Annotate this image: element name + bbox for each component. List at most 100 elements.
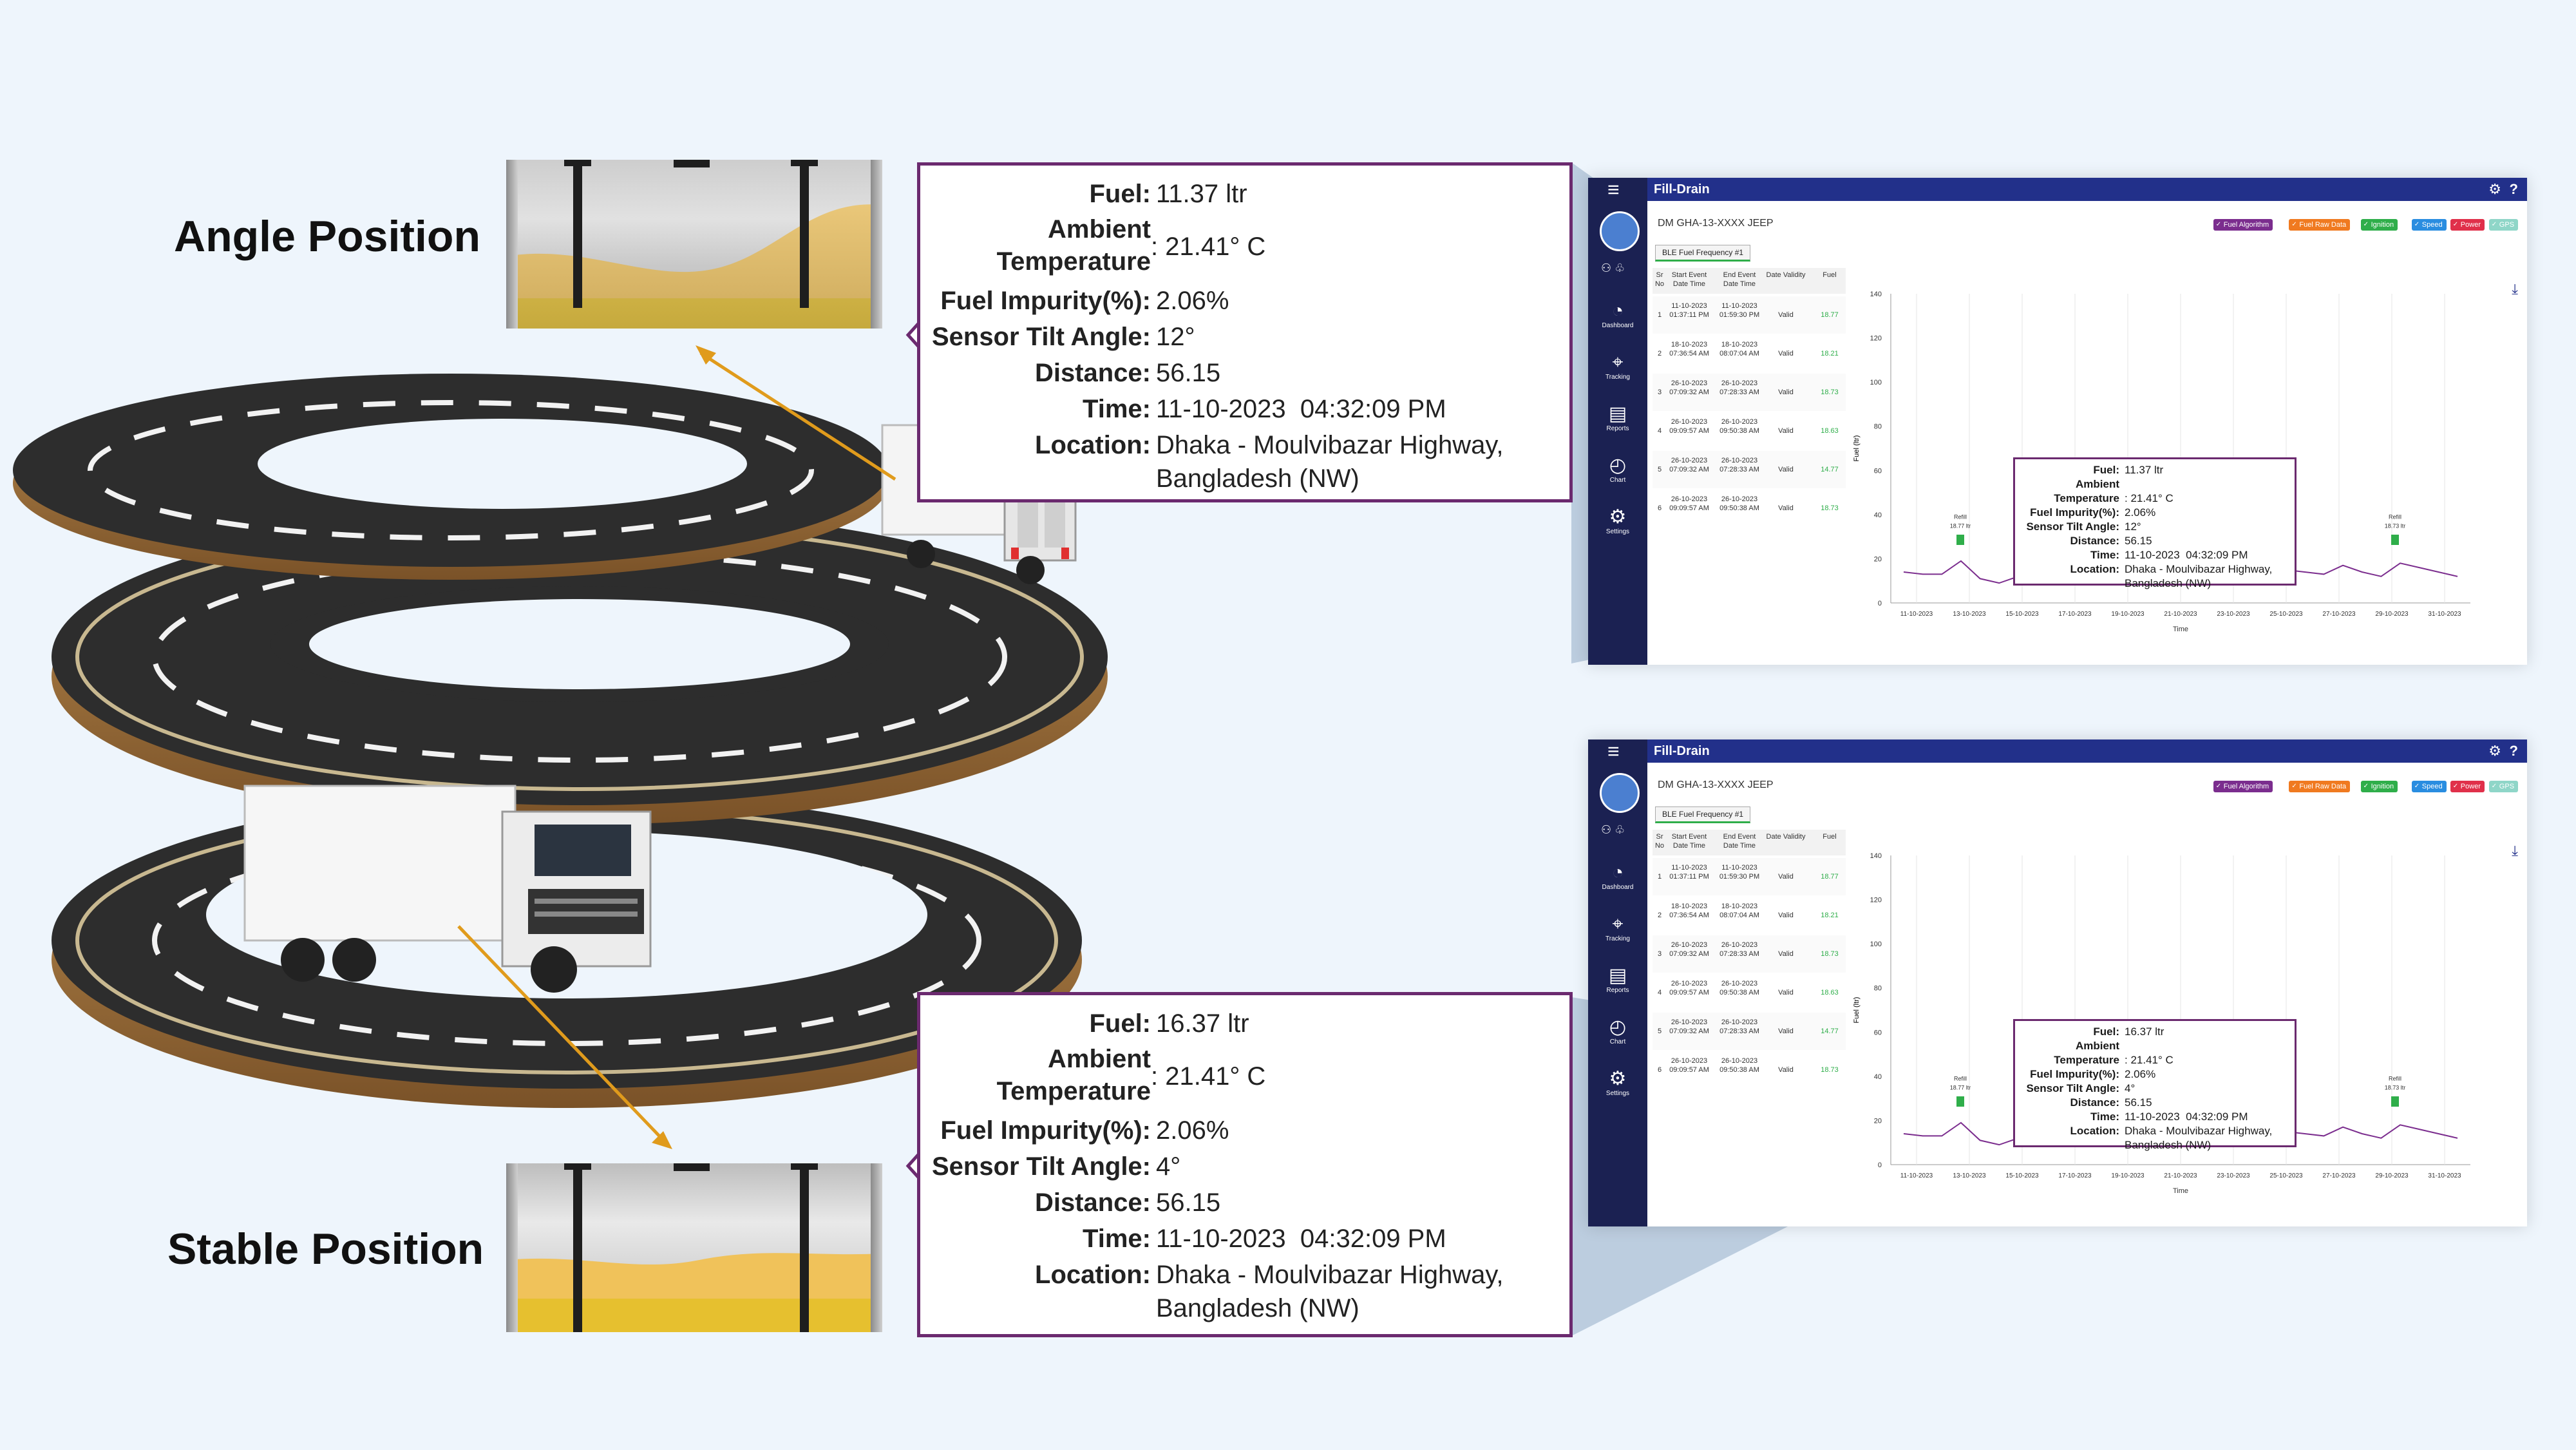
refill-marker[interactable]	[1956, 1096, 1964, 1107]
tooltip-value: 4°	[2125, 1082, 2136, 1094]
impurity-label: Fuel Impurity(%):	[940, 1116, 1151, 1145]
avatar[interactable]	[1600, 773, 1640, 813]
menu-icon[interactable]: ≡	[1607, 178, 1620, 201]
filter-toggle[interactable]: Ignition	[2360, 781, 2398, 792]
column-header: Date Validity	[1766, 833, 1806, 841]
table-cell: 26-10-2023 07:28:33 AM	[1719, 457, 1759, 473]
filter-toggle[interactable]: Power	[2450, 781, 2485, 792]
tooltip-value: 56.15	[2125, 1096, 2152, 1109]
filter-toggle[interactable]: Power	[2450, 219, 2485, 231]
table-cell: 11-10-2023 01:37:11 PM	[1669, 864, 1709, 881]
table-cell: 2	[1657, 911, 1662, 919]
filter-toggle[interactable]: Fuel Raw Data	[2289, 219, 2351, 231]
y-tick-label: 60	[1874, 467, 1882, 475]
table-cell: 4	[1657, 427, 1662, 435]
tooltip-value: 11.37 ltr	[2125, 463, 2164, 476]
impurity-label: Fuel Impurity(%):	[940, 287, 1151, 315]
fill-drain-app-top: ≡ ⚇ ♧ ◔Dashboard ⌖Tracking ▤Reports ◴Chart ⚙Se…	[1588, 178, 2527, 665]
column-header: Fuel	[1823, 271, 1837, 279]
sidebar-item-dashboard[interactable]: ◔Dashboard	[1588, 862, 1647, 891]
sidebar-item-tracking[interactable]: ⌖Tracking	[1588, 352, 1647, 381]
refill-label: Refill	[1954, 1076, 1967, 1082]
table-cell: 18.21	[1821, 350, 1839, 358]
gear-icon[interactable]: ⚙	[2488, 181, 2501, 197]
filter-toggle[interactable]: Fuel Algorithm	[2213, 219, 2273, 231]
refill-marker[interactable]	[1956, 535, 1964, 545]
refill-marker[interactable]	[2391, 535, 2399, 545]
filter-toggle[interactable]: Speed	[2411, 781, 2447, 792]
sidebar-item-reports[interactable]: ▤Reports	[1588, 403, 1647, 432]
reports-icon: ▤	[1608, 403, 1627, 425]
table-cell: 1	[1657, 873, 1662, 881]
table-cell: 26-10-2023 07:09:32 AM	[1669, 941, 1709, 958]
user-icon[interactable]: ⚇ ♧	[1601, 262, 1625, 274]
sidebar-item-reports[interactable]: ▤Reports	[1588, 965, 1647, 994]
sidebar-item-chart[interactable]: ◴Chart	[1588, 1016, 1647, 1045]
tooltip-value: 2.06%	[2125, 1067, 2156, 1080]
filter-toggle[interactable]: Fuel Raw Data	[2289, 781, 2351, 792]
refill-value: 18.77 ltr	[1950, 1084, 1971, 1091]
sidebar-item-settings[interactable]: ⚙Settings	[1588, 1068, 1647, 1097]
help-icon[interactable]: ?	[2509, 743, 2518, 759]
time-label: Time:	[1083, 1225, 1151, 1253]
tooltip-label: Temperature	[2054, 491, 2119, 504]
y-tick-label: 40	[1874, 1073, 1882, 1081]
filter-toggle[interactable]: GPS	[2488, 781, 2519, 792]
table-cell: 18.63	[1821, 427, 1839, 435]
x-axis-label: Time	[2173, 1187, 2188, 1195]
gear-icon[interactable]: ⚙	[2488, 743, 2501, 759]
sidebar-item-dashboard[interactable]: ◔Dashboard	[1588, 300, 1647, 329]
sidebar-item-settings[interactable]: ⚙Settings	[1588, 506, 1647, 535]
ambient-label: Ambient	[1048, 1045, 1151, 1073]
sidebar-item-chart[interactable]: ◴Chart	[1588, 455, 1647, 484]
tooltip-value: 16.37 ltr	[2125, 1025, 2164, 1038]
user-icon[interactable]: ⚇ ♧	[1601, 823, 1625, 836]
filter-toggle[interactable]: Ignition	[2360, 219, 2398, 231]
time-value: 11-10-2023 04:32:09 PM	[1156, 1225, 1446, 1253]
settings-icon: ⚙	[1609, 1068, 1627, 1089]
ambient-label: Ambient	[1048, 215, 1151, 243]
tooltip-value: Bangladesh (NW)	[2125, 1138, 2211, 1151]
download-icon[interactable]: ⤓	[2512, 281, 2518, 297]
table-cell: Valid	[1778, 873, 1794, 881]
table-cell: 18-10-2023 08:07:04 AM	[1719, 902, 1759, 919]
sidebar-item-tracking[interactable]: ⌖Tracking	[1588, 913, 1647, 942]
fuel-label: Fuel:	[1089, 1009, 1151, 1038]
tab-ble-fuel[interactable]: BLE Fuel Frequency #1	[1655, 245, 1751, 262]
menu-icon[interactable]: ≡	[1607, 739, 1620, 763]
sidebar-item-label: Reports	[1606, 987, 1629, 994]
tooltip-value: 56.15	[2125, 534, 2152, 547]
download-icon[interactable]: ⤓	[2512, 843, 2518, 859]
filter-toggle[interactable]: GPS	[2488, 219, 2519, 231]
column-header: End Event Date Time	[1723, 271, 1756, 288]
y-tick-label: 80	[1874, 423, 1882, 431]
tooltip-label: Temperature	[2054, 1053, 2119, 1066]
table-cell: 3	[1657, 388, 1662, 396]
tab-ble-fuel[interactable]: BLE Fuel Frequency #1	[1655, 806, 1751, 823]
filter-toggle[interactable]: Speed	[2411, 219, 2447, 231]
avatar[interactable]	[1600, 211, 1640, 251]
x-tick-label: 19-10-2023	[2111, 611, 2145, 618]
refill-marker[interactable]	[2391, 1096, 2399, 1107]
help-icon[interactable]: ?	[2509, 181, 2518, 197]
table-cell: 2	[1657, 350, 1662, 358]
filter-toggle[interactable]: Fuel Algorithm	[2213, 781, 2273, 792]
x-tick-label: 13-10-2023	[1953, 1172, 1986, 1179]
tooltip-value: 11-10-2023 04:32:09 PM	[2125, 548, 2248, 561]
tooltip-label: Time:	[2090, 1110, 2119, 1123]
table-cell: 26-10-2023 07:28:33 AM	[1719, 379, 1759, 396]
table-cell: Valid	[1778, 427, 1794, 435]
table-cell: 18-10-2023 08:07:04 AM	[1719, 341, 1759, 358]
